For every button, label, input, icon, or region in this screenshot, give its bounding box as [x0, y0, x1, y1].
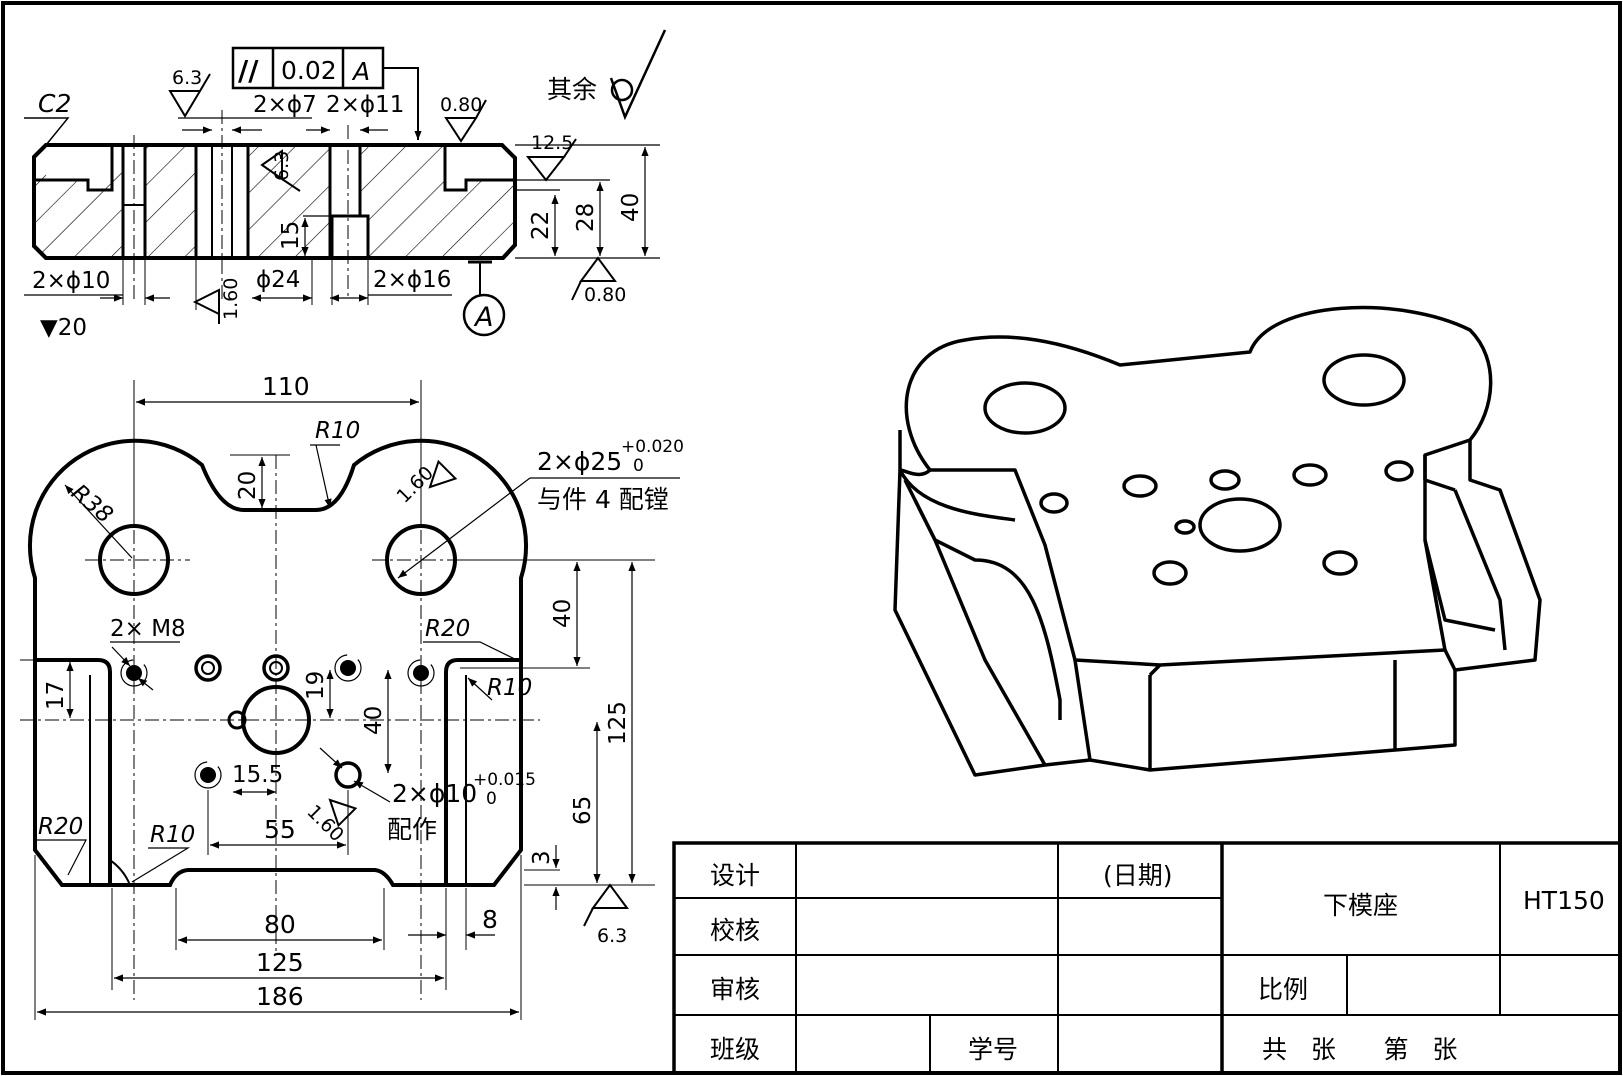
dim-r38: R38 [66, 480, 117, 529]
isometric-view [893, 305, 1542, 777]
dim-2phi16: 2×ϕ16 [373, 267, 451, 293]
dim-2phi25: 2×ϕ25 [537, 447, 622, 476]
dim-3: 3 [529, 850, 555, 865]
dim-r20-right: R20 [425, 616, 470, 642]
roughness-bottom: 0.80 [584, 284, 626, 306]
chamfer-label: C2 [38, 89, 71, 118]
dim-22: 22 [528, 211, 554, 240]
section-view: C2 6.3 // 0.02 A 2×ϕ7 2×ϕ11 0.80 其余 [24, 29, 667, 341]
roughness-top-right: 0.80 [440, 94, 482, 116]
dim-125-right: 125 [605, 701, 631, 745]
dim-2phi10-plan: 2×ϕ10 [392, 779, 477, 808]
dim-phi24: ϕ24 [256, 267, 300, 293]
check-label: 校核 [710, 916, 761, 945]
scale-label: 比例 [1258, 975, 1309, 1004]
thread-hole-m8-right [407, 659, 435, 687]
plan-outline [27, 438, 529, 887]
center-hole [241, 685, 311, 755]
roughness-step: 12.5 [531, 132, 573, 154]
part-name: 下模座 [1323, 891, 1399, 920]
dim-40-center: 40 [361, 706, 387, 735]
dim-80: 80 [264, 910, 296, 939]
sheets-label: 共 张 第 张 [1262, 1035, 1458, 1064]
dim-186: 186 [256, 982, 304, 1011]
dim-r10-bottom: R10 [150, 822, 195, 848]
pin-hole [334, 761, 362, 789]
thread-hole-m8-left [120, 659, 148, 687]
dim-8: 8 [482, 905, 498, 934]
dim-19: 19 [303, 671, 329, 700]
roughness-side: 6.3 [271, 151, 293, 181]
dim-15: 15 [278, 221, 304, 250]
roughness-other-symbol [609, 29, 667, 121]
tol-2phi10-upper: +0.015 [473, 770, 536, 790]
dim-20: 20 [235, 471, 261, 500]
roughness-edge: 6.3 [597, 925, 627, 947]
parallelism-frame: // 0.02 A [231, 46, 422, 140]
dim-17: 17 [43, 681, 69, 710]
iso-bore-right [1322, 353, 1406, 407]
roughness-phi24: 1.60 [220, 278, 242, 320]
roughness-top-left: 6.3 [172, 67, 202, 89]
datum-a-symbol: A [462, 260, 506, 337]
tol-2phi10-lower: 0 [486, 789, 497, 809]
dim-40-section: 40 [618, 193, 644, 222]
depth-20: ▼20 [40, 315, 87, 341]
dim-28: 28 [573, 203, 599, 232]
material-label: HT150 [1523, 886, 1605, 915]
other-surfaces-label: 其余 [547, 75, 597, 104]
note-pin: 配作 [387, 815, 437, 844]
dim-2phi11: 2×ϕ11 [326, 92, 404, 118]
dim-40-right: 40 [550, 599, 576, 628]
dim-2m8: 2× M8 [110, 616, 186, 642]
dim-2phi10-section: 2×ϕ10 [32, 268, 110, 294]
design-label: 设计 [710, 861, 761, 890]
note-bore: 与件 4 配镗 [537, 485, 669, 514]
dim-55: 55 [264, 815, 296, 844]
hole-phi7-left [194, 654, 222, 682]
iso-center-hole [1198, 497, 1282, 553]
tol-2phi25-upper: +0.020 [621, 437, 684, 457]
dim-r10-top: R10 [315, 418, 360, 444]
iso-bore-left [983, 381, 1067, 435]
plan-view: 110 R10 20 R38 1.60 2×ϕ25 +0.020 0 与件 4 … [20, 372, 684, 1020]
thread-hole-lower-left [194, 761, 222, 789]
hole-phi7-right [262, 654, 290, 682]
dim-65: 65 [570, 796, 596, 825]
dim-r10-right: R10 [487, 675, 532, 701]
parallelism-datum: A [351, 57, 370, 86]
dim-110: 110 [262, 372, 310, 401]
tol-2phi25-lower: 0 [633, 456, 644, 476]
dim-r20-left: R20 [38, 814, 83, 840]
review-label: 审核 [710, 975, 761, 1004]
thread-hole-center-right [334, 654, 362, 682]
student-no-label: 学号 [968, 1035, 1019, 1064]
date-label: (日期) [1103, 861, 1173, 890]
dim-2phi7: 2×ϕ7 [253, 92, 317, 118]
class-label: 班级 [710, 1035, 761, 1064]
parallelism-symbol: // [238, 54, 259, 87]
parallelism-value: 0.02 [281, 56, 337, 85]
dim-125: 125 [256, 948, 304, 977]
title-block [672, 841, 1622, 1075]
dim-15-5: 15.5 [232, 762, 283, 788]
datum-a-label: A [473, 302, 493, 333]
roughness-pin: 1.60 [302, 801, 347, 846]
